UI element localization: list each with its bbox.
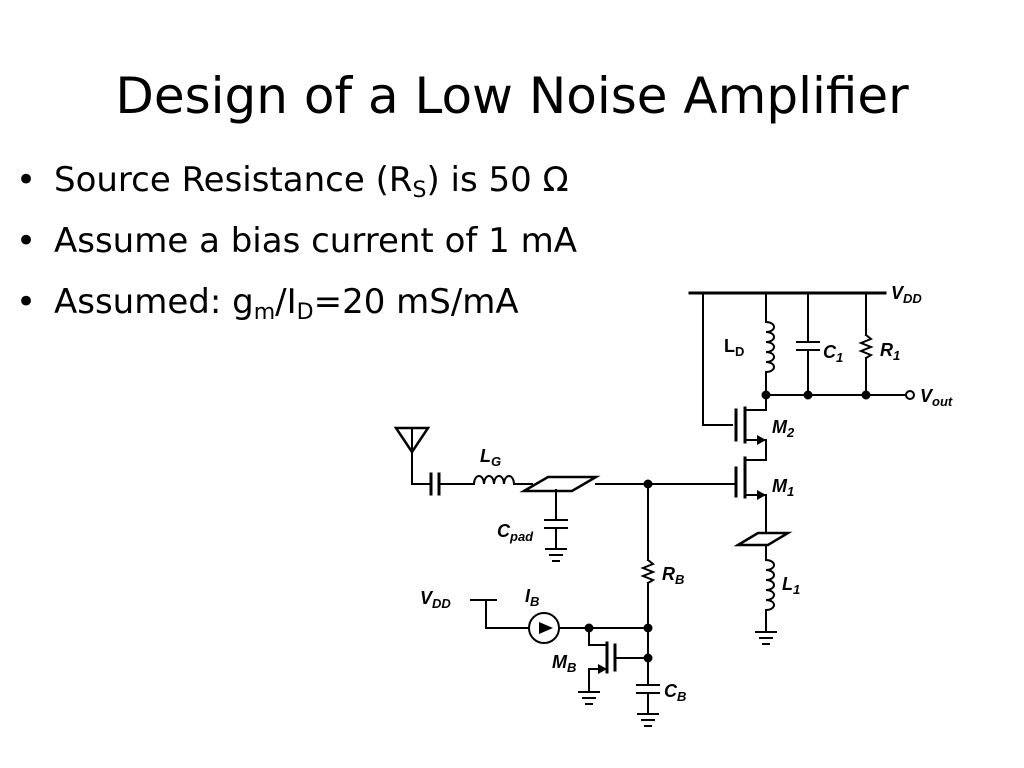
- label-cb: CB: [664, 681, 686, 704]
- label-lg: LG: [480, 446, 501, 469]
- bullet-item-source-resistance: • Source Resistance (RS) is 50 Ω: [16, 160, 577, 203]
- resistor-rb: [640, 483, 656, 661]
- bullet-subscript: D: [296, 300, 314, 325]
- m2-gate-wire: [702, 292, 733, 426]
- bullet-list: • Source Resistance (RS) is 50 Ω • Assume …: [16, 160, 577, 343]
- inductor-ld: [764, 292, 775, 396]
- bullet-marker: •: [16, 160, 37, 200]
- bullet-subscript: m: [253, 300, 276, 325]
- bond-pad-source: [733, 531, 793, 547]
- resistor-r1: [858, 292, 874, 396]
- label-m2: M2: [772, 417, 795, 440]
- inductor-l1: [764, 544, 775, 631]
- vout-terminal: [905, 390, 915, 400]
- label-l1: L1: [782, 574, 800, 597]
- capacitor-c1: [796, 292, 820, 396]
- transistor-mb: [578, 627, 649, 705]
- label-ld: LD: [724, 336, 744, 359]
- transistor-m1: [734, 456, 767, 534]
- antenna-icon: [393, 426, 431, 485]
- label-c1: C1: [823, 342, 843, 365]
- bullet-text: ) is 50 Ω: [426, 160, 569, 200]
- label-rb: RB: [662, 564, 684, 587]
- bullet-text: =20 mS/mA: [313, 282, 519, 322]
- label-r1: R1: [880, 340, 900, 363]
- ground-l1: [755, 631, 777, 645]
- junction-dot: [643, 623, 653, 633]
- bullet-marker: •: [16, 221, 37, 261]
- bullet-subscript: S: [412, 178, 427, 203]
- inductor-lg: [472, 475, 533, 486]
- bullet-item-gm-id: • Assumed: gm/ID=20 mS/mA: [16, 282, 577, 325]
- capacitor-cb: [636, 657, 660, 727]
- bullet-text: Assumed: g: [54, 282, 254, 322]
- bullet-text: /I: [275, 282, 297, 322]
- bullet-marker: •: [16, 282, 37, 322]
- label-vdd-bias: VDD: [420, 588, 451, 611]
- junction-dot: [861, 390, 871, 400]
- transistor-m2: [734, 394, 767, 461]
- slide-title: Design of a Low Noise Amplifier: [115, 67, 909, 125]
- coupling-capacitor: [429, 472, 475, 496]
- label-vout: Vout: [920, 386, 953, 409]
- bias-supply: [470, 599, 649, 644]
- bullet-text: Assume a bias current of 1 mA: [54, 221, 577, 261]
- bond-pad-input: [519, 475, 601, 493]
- label-vdd-top: VDD: [891, 283, 922, 306]
- label-ib: IB: [525, 586, 539, 609]
- bullet-text: Source Resistance (R: [54, 160, 413, 200]
- label-mb: MB: [552, 652, 576, 675]
- bullet-item-bias-current: • Assume a bias current of 1 mA: [16, 221, 577, 261]
- junction-dot: [803, 390, 813, 400]
- label-cpad: Cpad: [497, 521, 534, 544]
- label-m1: M1: [772, 476, 794, 499]
- capacitor-cpad: [544, 489, 568, 562]
